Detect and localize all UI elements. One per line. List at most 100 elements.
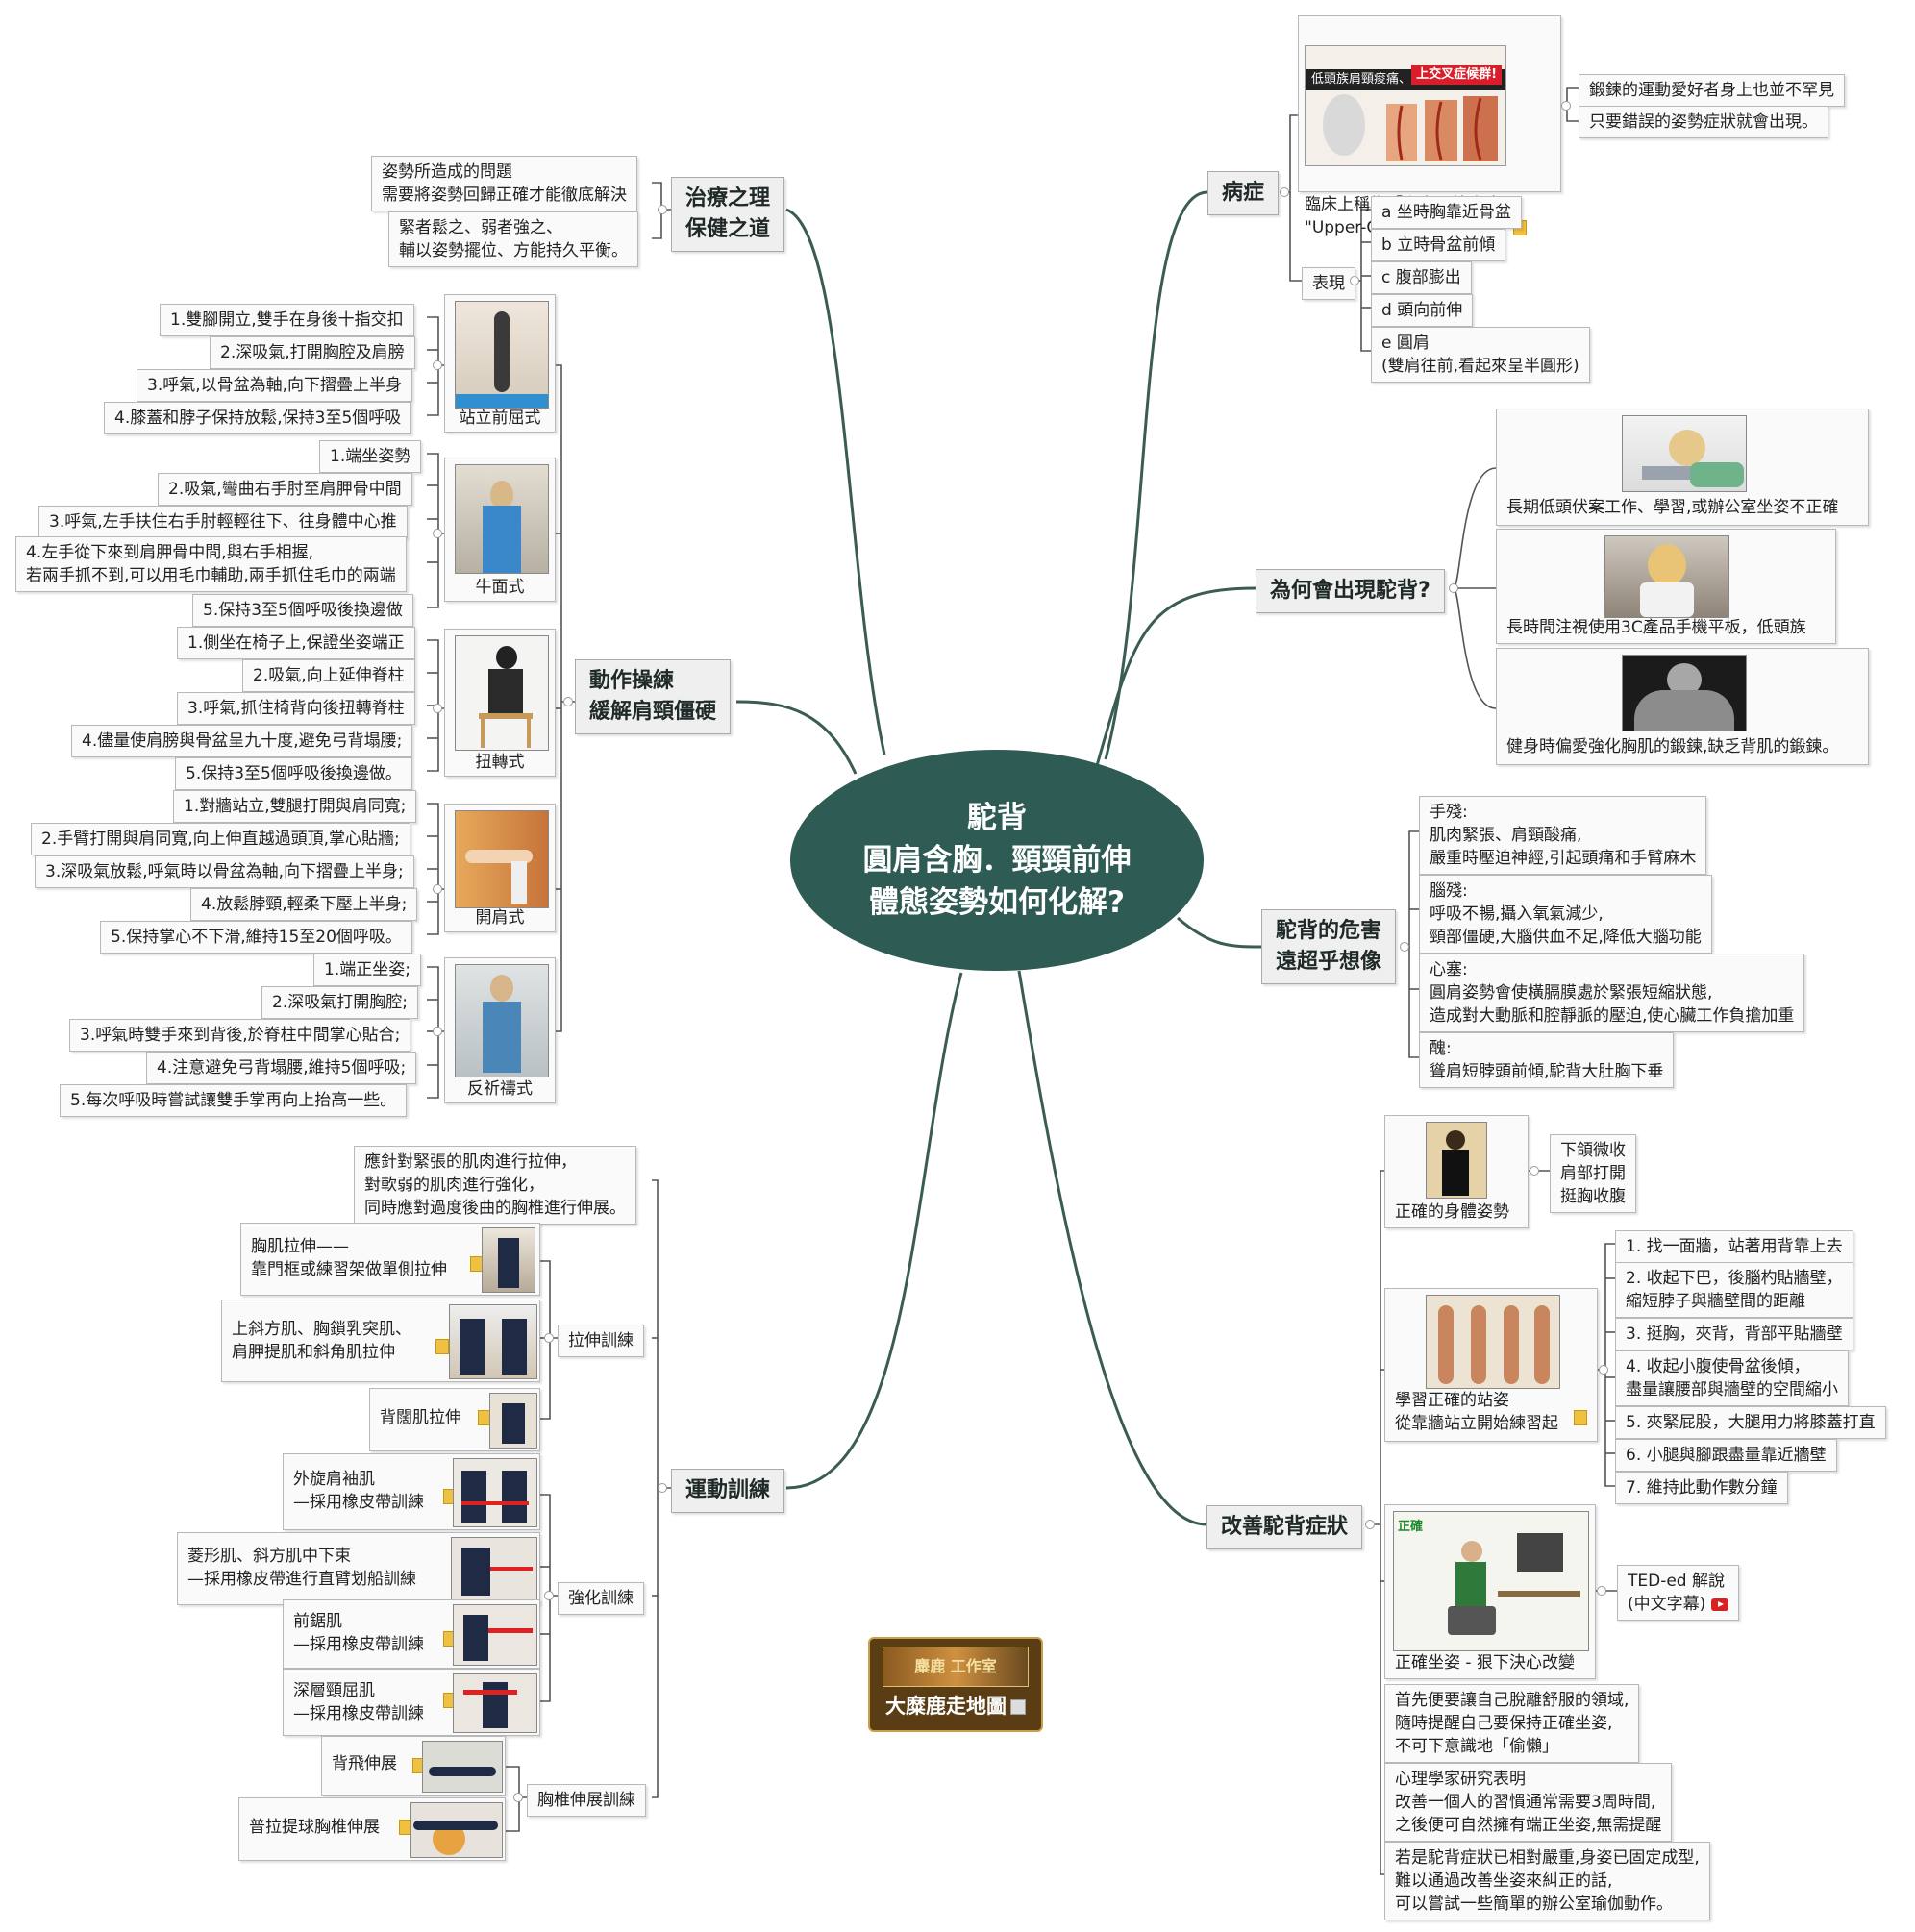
collapse-toggle[interactable]	[544, 1591, 554, 1600]
collapse-toggle[interactable]	[433, 529, 442, 538]
expression-c[interactable]: c 腹部膨出	[1371, 261, 1472, 294]
treatment-note-1[interactable]: 姿勢所造成的問題 需要將姿勢回歸正確才能徹底解決	[371, 156, 637, 211]
wall-step-4[interactable]: 4. 收起小腹使骨盆後傾， 盡量讓腰部與牆壁的空間縮小	[1615, 1350, 1849, 1406]
stretch-lats[interactable]: 背闊肌拉伸	[369, 1388, 540, 1451]
pose2-step-2[interactable]: 2.吸氣,彎曲右手肘至肩胛骨中間	[158, 473, 412, 506]
stretch-chest[interactable]: 胸肌拉伸—— 靠門框或練習架做單側拉伸	[240, 1223, 540, 1296]
expression-b[interactable]: b 立時骨盆前傾	[1371, 229, 1506, 261]
collapse-toggle[interactable]	[1280, 187, 1289, 197]
pose2-step-1[interactable]: 1.端坐姿勢	[319, 440, 422, 473]
wall-step-1[interactable]: 1. 找一面牆，站著用背靠上去	[1615, 1230, 1853, 1263]
thoracic-training[interactable]: 胸椎伸展訓練	[527, 1784, 646, 1817]
pose1-step-1[interactable]: 1.雙腳開立,雙手在身後十指交扣	[160, 304, 414, 336]
training-intro[interactable]: 應針對緊張的肌肉進行拉伸， 對軟弱的肌肉進行強化， 同時應對過度後曲的胸椎進行伸…	[354, 1146, 636, 1225]
topic-training[interactable]: 運動訓練	[671, 1469, 785, 1513]
symptom-note-1[interactable]: 鍛鍊的運動愛好者身上也並不罕見	[1579, 74, 1845, 107]
topic-exercise-ops[interactable]: 動作操練 緩解肩頸僵硬	[575, 659, 732, 734]
pose5-step-1[interactable]: 1.端正坐姿;	[313, 954, 421, 986]
collapse-toggle[interactable]	[1449, 583, 1458, 593]
thoracic-pilates-ball[interactable]: 普拉提球胸椎伸展	[238, 1797, 506, 1861]
pose1-step-4[interactable]: 4.膝蓋和脖子保持放鬆,保持3至5個呼吸	[104, 402, 412, 434]
sitting-card[interactable]: 正確 正確坐姿 - 狠下決心改變	[1384, 1504, 1596, 1679]
pose3-step-5[interactable]: 5.保持3至5個呼吸後換邊做。	[175, 757, 412, 790]
topic-improve[interactable]: 改善駝背症狀	[1206, 1505, 1363, 1549]
collapse-toggle[interactable]	[513, 1793, 523, 1802]
wall-step-2[interactable]: 2. 收起下巴，後腦杓貼牆壁， 縮短脖子與牆壁間的距離	[1615, 1262, 1853, 1318]
collapse-toggle[interactable]	[433, 704, 442, 713]
wall-step-7[interactable]: 7. 維持此動作數分鐘	[1615, 1472, 1788, 1504]
collapse-toggle[interactable]	[544, 1333, 554, 1343]
harm-hands[interactable]: 手殘: 肌肉緊張、肩頸酸痛, 嚴重時壓迫神經,引起頭痛和手臂麻木	[1419, 796, 1707, 875]
pose4-step-3[interactable]: 3.深吸氣放鬆,呼氣時以骨盆為軸,向下摺疊上半身;	[35, 855, 414, 888]
wall-step-6[interactable]: 6. 小腿與腳跟盡量靠近牆壁	[1615, 1439, 1837, 1472]
expression-a[interactable]: a 坐時胸靠近骨盆	[1371, 196, 1522, 229]
topic-why[interactable]: 為何會出現駝背?	[1256, 569, 1445, 613]
strength-rhomboid[interactable]: 菱形肌、斜方肌中下束 —採用橡皮帶進行直臂划船訓練	[177, 1532, 540, 1605]
pose-cow-face[interactable]: 牛面式	[444, 458, 556, 602]
stretch-trapezius[interactable]: 上斜方肌、胸鎖乳突肌、 肩胛提肌和斜角肌拉伸	[221, 1300, 540, 1382]
pose-shoulder-open[interactable]: 開肩式	[444, 804, 556, 932]
collapse-toggle[interactable]	[1350, 276, 1359, 285]
pose4-step-2[interactable]: 2.手臂打開與肩同寬,向上伸直越過頭頂,掌心貼牆;	[31, 823, 410, 855]
collapse-toggle[interactable]	[1561, 101, 1571, 111]
expression-label[interactable]: 表現	[1302, 267, 1355, 300]
pose3-step-2[interactable]: 2.吸氣,向上延伸脊柱	[242, 659, 415, 692]
posture-card[interactable]: 正確的身體姿勢	[1384, 1115, 1529, 1228]
pose4-step-4[interactable]: 4.放鬆脖頸,輕柔下壓上半身;	[190, 888, 418, 921]
central-topic[interactable]: 駝背 圓肩含胸．頸頸前伸 體態姿勢如何化解?	[790, 750, 1204, 971]
collapse-toggle[interactable]	[433, 884, 442, 894]
pose5-step-2[interactable]: 2.深吸氣打開胸腔;	[261, 986, 418, 1019]
collapse-toggle[interactable]	[1365, 1520, 1375, 1529]
pose2-step-4[interactable]: 4.左手從下來到肩胛骨中間,與右手相握, 若兩手抓不到,可以用毛巾輔助,兩手抓住…	[15, 536, 407, 592]
pose2-step-3[interactable]: 3.呼氣,左手扶住右手肘輕輕往下、往身體中心推	[38, 506, 408, 538]
stretch-training[interactable]: 拉伸訓練	[558, 1325, 644, 1357]
pose4-step-1[interactable]: 1.對牆站立,雙腿打開與肩同寬;	[173, 790, 417, 823]
ted-video-link[interactable]: TED-ed 解說 (中文字幕)	[1617, 1565, 1740, 1621]
pose5-step-3[interactable]: 3.呼氣時雙手來到背後,於脊柱中間掌心貼合;	[69, 1019, 411, 1052]
expression-d[interactable]: d 頭向前伸	[1371, 294, 1474, 327]
expression-e[interactable]: e 圓肩 (雙肩往前,看起來呈半圓形)	[1371, 327, 1590, 383]
harm-brain[interactable]: 腦殘: 呼吸不暢,攝入氧氣減少, 頸部僵硬,大腦供血不足,降低大腦功能	[1419, 875, 1712, 954]
wall-stand-card[interactable]: 學習正確的站姿 從靠牆站立開始練習起	[1384, 1288, 1598, 1442]
strength-rotator-cuff[interactable]: 外旋肩袖肌 —採用橡皮帶訓練	[283, 1453, 540, 1530]
improve-note-3[interactable]: 若是駝背症狀已相對嚴重,身姿已固定成型, 難以通過改善坐姿來糾正的話, 可以嘗試…	[1384, 1842, 1710, 1920]
topic-treatment[interactable]: 治療之理 保健之道	[671, 177, 785, 252]
collapse-toggle[interactable]	[433, 360, 442, 370]
pose-reverse-prayer[interactable]: 反祈禱式	[444, 957, 556, 1103]
thoracic-back-fly[interactable]: 背飛伸展	[321, 1736, 506, 1796]
pose3-step-1[interactable]: 1.側坐在椅子上,保證坐姿端正	[177, 627, 415, 659]
pose-twist[interactable]: 扭轉式	[444, 629, 556, 777]
collapse-toggle[interactable]	[1530, 1166, 1539, 1176]
pose2-step-5[interactable]: 5.保持3至5個呼吸後換邊做	[192, 594, 413, 627]
cause-office[interactable]: 長期低頭伏案工作、學習,或辦公室坐姿不正確	[1496, 409, 1869, 526]
harm-ugly[interactable]: 醜: 聳肩短脖頭前傾,駝背大肚胸下垂	[1419, 1032, 1675, 1088]
improve-note-1[interactable]: 首先便要讓自己脫離舒服的領域, 隨時提醒自己要保持正確坐姿, 不可下意識地「偷懶…	[1384, 1684, 1640, 1763]
treatment-note-2[interactable]: 緊者鬆之、弱者強之、 輔以姿勢擺位、方能持久平衡。	[388, 211, 638, 267]
harm-heart[interactable]: 心塞: 圓肩姿勢會使橫膈膜處於緊張短縮狀態, 造成對大動脈和腔靜脈的壓迫,使心臟…	[1419, 954, 1805, 1032]
collapse-toggle[interactable]	[1400, 942, 1409, 952]
topic-harm[interactable]: 駝背的危害 遠超乎想像	[1261, 909, 1397, 984]
pose3-step-3[interactable]: 3.呼氣,抓住椅背向後扭轉脊柱	[177, 692, 415, 725]
pose4-step-5[interactable]: 5.保持掌心不下滑,維持15至20個呼吸。	[100, 921, 412, 954]
collapse-toggle[interactable]	[658, 1483, 667, 1493]
strength-deep-neck[interactable]: 深層頸屈肌 —採用橡皮帶訓練	[283, 1669, 540, 1736]
pose5-step-4[interactable]: 4.注意避免弓背塌腰,維持5個呼吸;	[146, 1052, 417, 1084]
brand-logo[interactable]: 麋鹿 工作室 大糜鹿走地圖	[868, 1637, 1043, 1732]
upper-cross-card[interactable]: 低頭族肩頸痠痛、彎腰駝背 上交叉症候群! 臨床上稱為「上交叉綜合症」 "Uppe…	[1298, 15, 1561, 237]
collapse-toggle[interactable]	[658, 205, 667, 214]
wall-step-5[interactable]: 5. 夾緊屁股，大腿用力將膝蓋打直	[1615, 1406, 1886, 1439]
wall-step-3[interactable]: 3. 挺胸，夾背，背部平貼牆壁	[1615, 1318, 1853, 1350]
topic-symptom[interactable]: 病症	[1207, 171, 1280, 215]
pose5-step-5[interactable]: 5.每次呼吸時嘗試讓雙手掌再向上抬高一些。	[60, 1084, 408, 1117]
improve-note-2[interactable]: 心理學家研究表明 改善一個人的習慣通常需要3周時間, 之後便可自然擁有端正坐姿,…	[1384, 1763, 1673, 1842]
cause-phone[interactable]: 長時間注視使用3C產品手機平板，低頭族	[1496, 529, 1836, 644]
strength-training[interactable]: 強化訓練	[558, 1582, 644, 1615]
strength-serratus[interactable]: 前鋸肌 —採用橡皮帶訓練	[283, 1599, 540, 1669]
collapse-toggle[interactable]	[1597, 1586, 1606, 1596]
pose-forward-bend[interactable]: 站立前屈式	[444, 294, 556, 433]
collapse-toggle[interactable]	[433, 1027, 442, 1036]
symptom-note-2[interactable]: 只要錯誤的姿勢症狀就會出現。	[1579, 106, 1828, 138]
pose3-step-4[interactable]: 4.儘量使肩膀與骨盆呈九十度,避免弓背塌腰;	[71, 725, 413, 757]
posture-notes[interactable]: 下頜微收 肩部打開 挺胸收腹	[1550, 1134, 1636, 1213]
collapse-toggle[interactable]	[563, 697, 573, 706]
